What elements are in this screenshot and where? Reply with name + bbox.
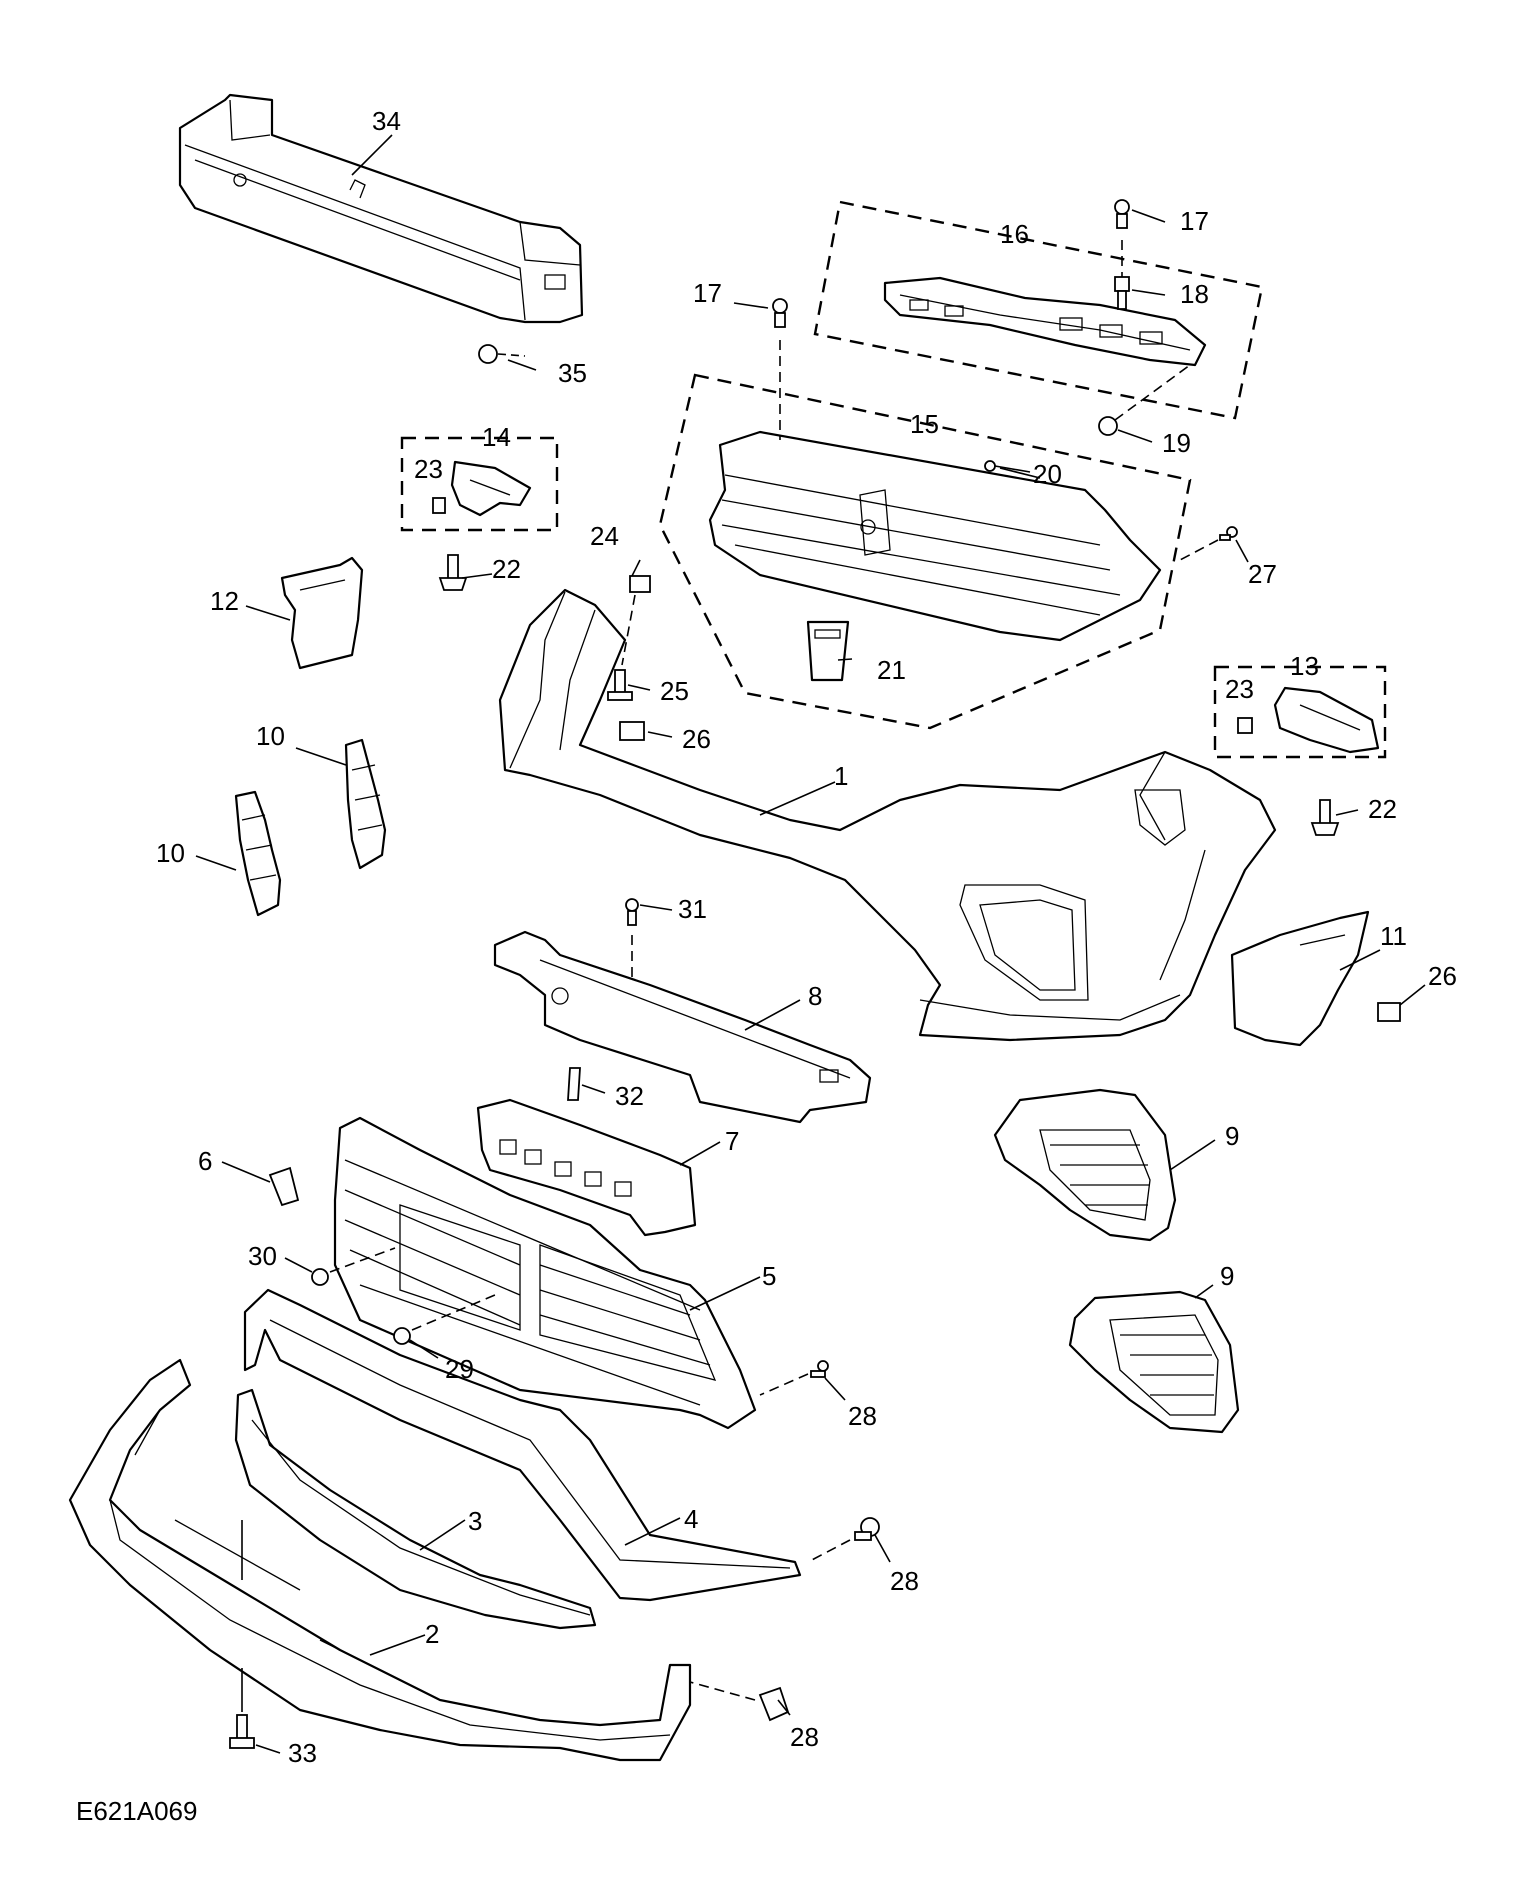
callout-23-right: 23 bbox=[1225, 674, 1254, 704]
callout-28-c: 28 bbox=[790, 1722, 819, 1752]
part-20-screw bbox=[984, 460, 1031, 473]
part-15-upper-grille bbox=[708, 430, 1162, 642]
callout-17-grille: 17 bbox=[693, 278, 722, 308]
part-11-bracket bbox=[1230, 910, 1370, 1047]
part-12-bracket bbox=[280, 556, 364, 670]
callout-13: 13 bbox=[1290, 651, 1319, 681]
callout-34: 34 bbox=[372, 106, 401, 136]
callout-6: 6 bbox=[198, 1146, 212, 1176]
callout-labels: 34 35 17 16 18 17 19 15 20 27 21 14 23 2… bbox=[156, 106, 1457, 1768]
callout-18: 18 bbox=[1180, 279, 1209, 309]
part-23-clip-left bbox=[432, 497, 446, 514]
callout-26-right: 26 bbox=[1428, 961, 1457, 991]
part-23-clip-right bbox=[1237, 717, 1253, 734]
callout-32: 32 bbox=[615, 1081, 644, 1111]
callout-22-right: 22 bbox=[1368, 794, 1397, 824]
part-24-clip bbox=[621, 575, 651, 666]
part-10-bracket-lower bbox=[234, 790, 282, 917]
part-34-reinforcement-beam bbox=[178, 93, 584, 324]
part-1-bumper-cover bbox=[498, 588, 1277, 1042]
part-26-nut-right bbox=[1377, 1002, 1401, 1022]
part-30-clip bbox=[311, 1247, 396, 1286]
callout-26-left: 26 bbox=[682, 724, 711, 754]
part-29-clip bbox=[393, 1294, 496, 1345]
part-4-lower-surround bbox=[243, 1288, 802, 1602]
part-28-clip-c bbox=[689, 1681, 790, 1722]
callout-20: 20 bbox=[1033, 459, 1062, 489]
callout-2: 2 bbox=[425, 1619, 439, 1649]
callout-4: 4 bbox=[684, 1504, 698, 1534]
group-15-box bbox=[658, 373, 1192, 730]
part-18-clip bbox=[1114, 276, 1130, 310]
callout-10-upper: 10 bbox=[256, 721, 285, 751]
part-28-screw-a bbox=[759, 1360, 829, 1396]
callout-27: 27 bbox=[1248, 559, 1277, 589]
callout-10-lower: 10 bbox=[156, 838, 185, 868]
part-2-lower-valance bbox=[68, 1358, 692, 1762]
part-22-pin-left bbox=[438, 554, 468, 591]
part-21-badge-plate bbox=[806, 620, 850, 682]
group-13-box bbox=[1213, 665, 1387, 759]
callout-35: 35 bbox=[558, 358, 587, 388]
part-16-upper-bracket bbox=[883, 276, 1207, 367]
callout-23-left: 23 bbox=[414, 454, 443, 484]
callout-29: 29 bbox=[445, 1354, 474, 1384]
part-27-screw bbox=[1179, 526, 1238, 561]
part-35-nut bbox=[478, 344, 526, 364]
callout-3: 3 bbox=[468, 1506, 482, 1536]
callout-9-upper: 9 bbox=[1225, 1121, 1239, 1151]
callout-16: 16 bbox=[1000, 219, 1029, 249]
callout-7: 7 bbox=[725, 1126, 739, 1156]
part-10-bracket-upper bbox=[344, 738, 387, 870]
part-17-bolt-top bbox=[1114, 199, 1130, 280]
part-28-screw-b bbox=[807, 1517, 880, 1563]
part-9-fog-bezel-upper bbox=[993, 1088, 1177, 1242]
callout-30: 30 bbox=[248, 1241, 277, 1271]
callout-14: 14 bbox=[482, 422, 511, 452]
part-32-clip bbox=[567, 1067, 581, 1101]
figure-id: E621A069 bbox=[76, 1796, 198, 1826]
part-17-bolt-grille bbox=[772, 298, 788, 440]
part-14-bracket-left bbox=[450, 460, 532, 517]
callout-22-left: 22 bbox=[492, 554, 521, 584]
callout-24: 24 bbox=[590, 521, 619, 551]
part-25-pin bbox=[607, 669, 633, 701]
part-9-fog-bezel-lower bbox=[1068, 1290, 1240, 1434]
part-19-nut bbox=[1098, 364, 1191, 436]
callout-25: 25 bbox=[660, 676, 689, 706]
part-7-impact-absorber bbox=[476, 1098, 697, 1237]
part-31-screw bbox=[625, 898, 639, 926]
callout-17-top: 17 bbox=[1180, 206, 1209, 236]
callout-31: 31 bbox=[678, 894, 707, 924]
callout-19: 19 bbox=[1162, 428, 1191, 458]
callout-9-lower: 9 bbox=[1220, 1261, 1234, 1291]
callout-21: 21 bbox=[877, 655, 906, 685]
part-6-clip bbox=[268, 1166, 300, 1207]
callout-33: 33 bbox=[288, 1738, 317, 1768]
callout-12: 12 bbox=[210, 586, 239, 616]
part-3-trim-strip bbox=[234, 1388, 597, 1630]
part-22-pin-right bbox=[1310, 799, 1340, 836]
callout-5: 5 bbox=[762, 1261, 776, 1291]
part-13-bracket-right bbox=[1273, 686, 1380, 754]
part-8-absorber-bracket bbox=[493, 930, 872, 1124]
group-14-box bbox=[400, 436, 559, 532]
leader-lines bbox=[195, 134, 1426, 1754]
callout-28-b: 28 bbox=[890, 1566, 919, 1596]
callout-15: 15 bbox=[910, 409, 939, 439]
part-5-lower-grille bbox=[333, 1116, 757, 1430]
callout-28-a: 28 bbox=[848, 1401, 877, 1431]
part-26-nut-left bbox=[619, 721, 645, 741]
part-33-bolt bbox=[229, 1520, 255, 1749]
callout-11: 11 bbox=[1380, 921, 1407, 951]
callout-1: 1 bbox=[834, 761, 848, 791]
callout-8: 8 bbox=[808, 981, 822, 1011]
